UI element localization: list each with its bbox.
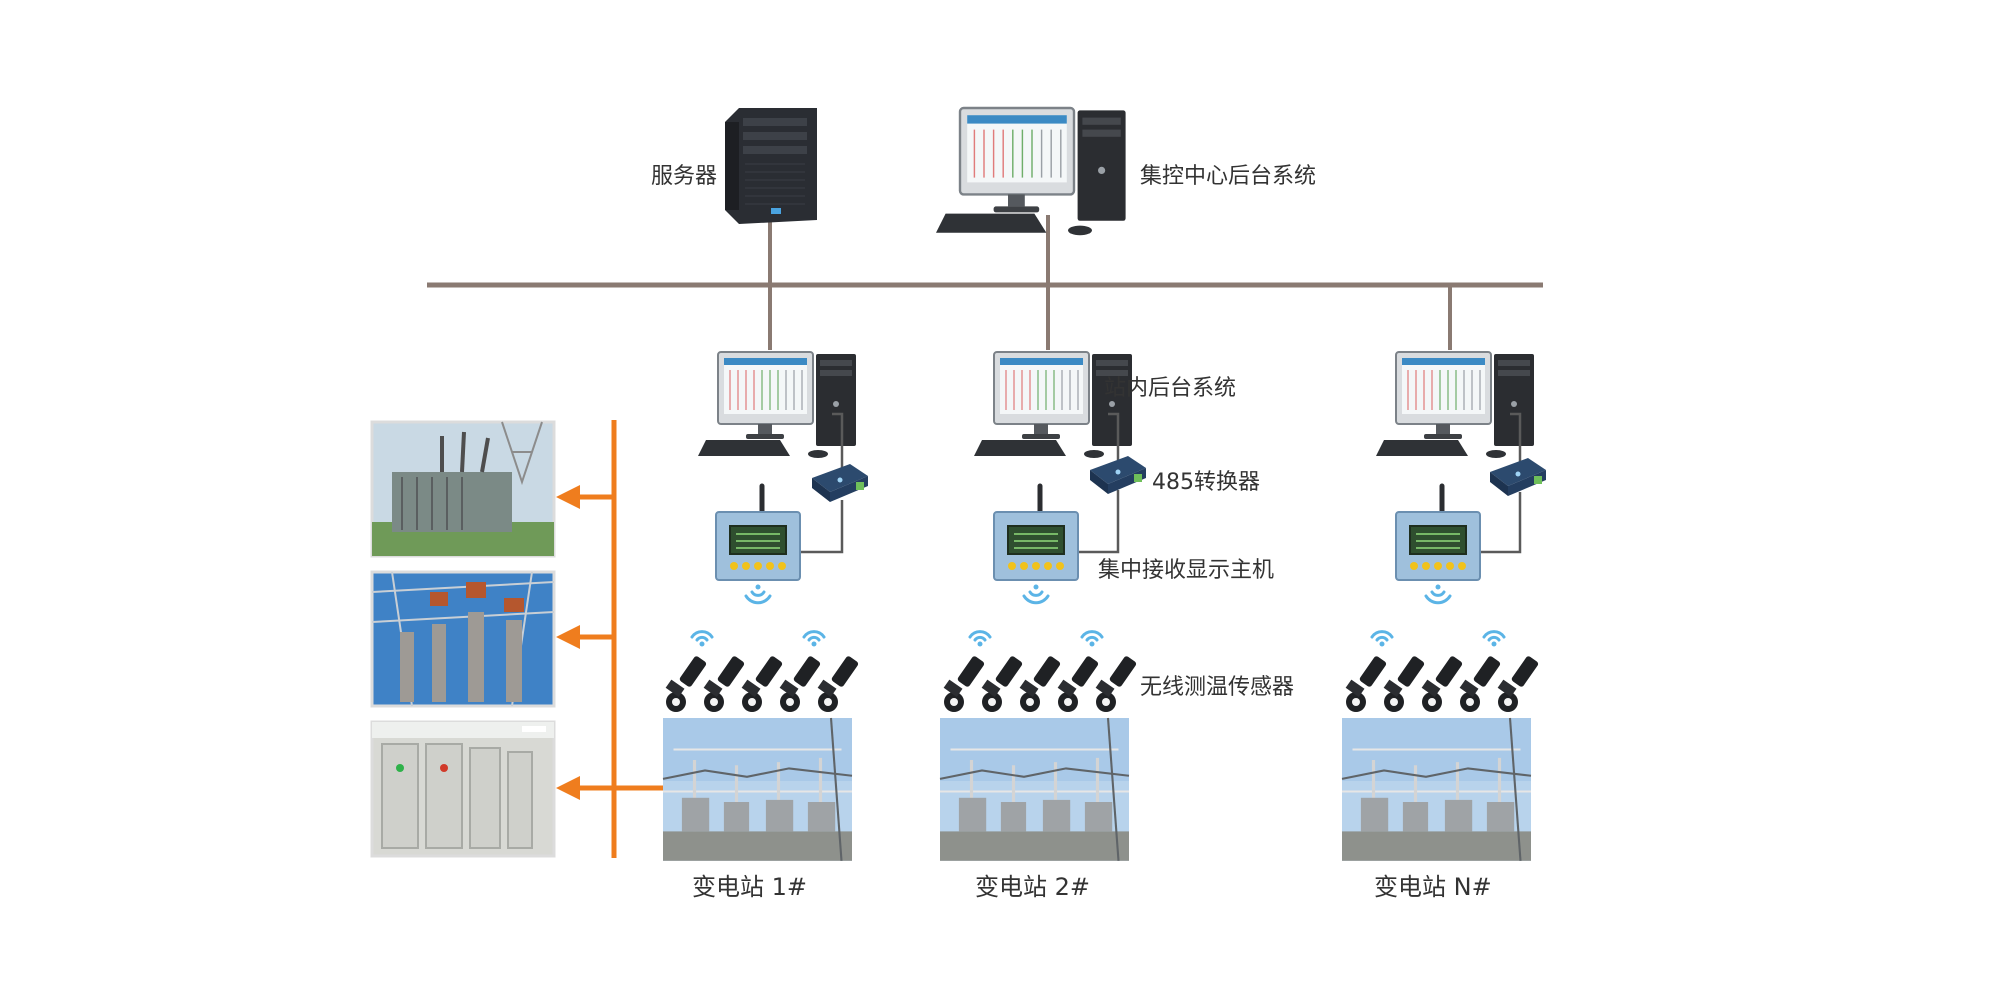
sensor-wireless-icon [1370, 630, 1394, 648]
orange-arrow-2 [556, 625, 614, 649]
station-1-receiver-icon [716, 486, 800, 580]
station-n-converter-icon [1490, 458, 1546, 496]
temperature-sensor-icon [1345, 655, 1388, 712]
station-1-wire [832, 412, 844, 470]
temperature-sensor-icon [1019, 655, 1062, 712]
sensor-wireless-icon [1080, 630, 1104, 648]
station-n-wireless-icon [1424, 583, 1452, 605]
station-2-photo [938, 716, 1131, 863]
station-n-wire-2 [1478, 492, 1522, 554]
temperature-sensor-icon [1095, 655, 1138, 712]
station-2-desktop-icon [973, 351, 1133, 459]
temperature-sensor-icon [1421, 655, 1464, 712]
server-label: 服务器 [651, 164, 717, 189]
temperature-sensor-icon [943, 655, 986, 712]
station-1-photo [661, 716, 854, 863]
station-1-wire-2 [800, 500, 844, 554]
temperature-sensor-icon [817, 655, 860, 712]
station-1-desktop-icon [697, 351, 857, 459]
station-2-wireless-icon [1022, 583, 1050, 605]
temperature-sensor-icon [981, 655, 1024, 712]
transformer-photo [370, 420, 556, 558]
temperature-sensor-icon [779, 655, 822, 712]
sensor-wireless-icon [1482, 630, 1506, 648]
station-n-label: 变电站 N# [1374, 873, 1492, 901]
station-2-label: 变电站 2# [975, 873, 1090, 901]
sensor-wireless-icon [690, 630, 714, 648]
station-2-sensors [943, 655, 1138, 712]
station-1-label: 变电站 1# [692, 873, 807, 901]
temperature-sensor-icon [703, 655, 746, 712]
control-center-desktop-icon [934, 106, 1127, 237]
station-2-wire-2 [1078, 490, 1120, 554]
temperature-sensor-icon [1383, 655, 1426, 712]
switchgear-photo [370, 720, 556, 858]
sensor-wireless-icon [802, 630, 826, 648]
station-n-photo [1340, 716, 1533, 863]
station-1-converter-icon [812, 464, 868, 502]
orange-arrow-3 [556, 776, 614, 800]
station-n-desktop-icon [1375, 351, 1535, 459]
station-backend-label: 站内后台系统 [1104, 376, 1236, 401]
station-n-wire [1510, 412, 1522, 462]
station-2-converter-icon [1090, 456, 1146, 494]
receiver-host-label: 集中接收显示主机 [1098, 558, 1274, 583]
converter-label: 485转换器 [1152, 470, 1260, 495]
sensor-wireless-icon [968, 630, 992, 648]
temperature-sensor-icon [665, 655, 708, 712]
wireless-sensor-label: 无线测温传感器 [1140, 675, 1294, 700]
station-2-wire [1108, 412, 1120, 460]
station-n-receiver-icon [1396, 486, 1480, 580]
station-2-receiver-icon [994, 486, 1078, 580]
temperature-sensor-icon [741, 655, 784, 712]
station-1-wireless-icon [744, 583, 772, 605]
temperature-sensor-icon [1497, 655, 1540, 712]
station-n-sensors [1345, 655, 1540, 712]
control-center-label: 集控中心后台系统 [1140, 164, 1316, 189]
temperature-sensor-icon [1459, 655, 1502, 712]
orange-arrow-1 [556, 485, 614, 509]
temperature-sensor-icon [1057, 655, 1100, 712]
server-tower-icon [725, 108, 817, 224]
insulator-photo [370, 570, 556, 708]
station-1-sensors [665, 655, 860, 712]
